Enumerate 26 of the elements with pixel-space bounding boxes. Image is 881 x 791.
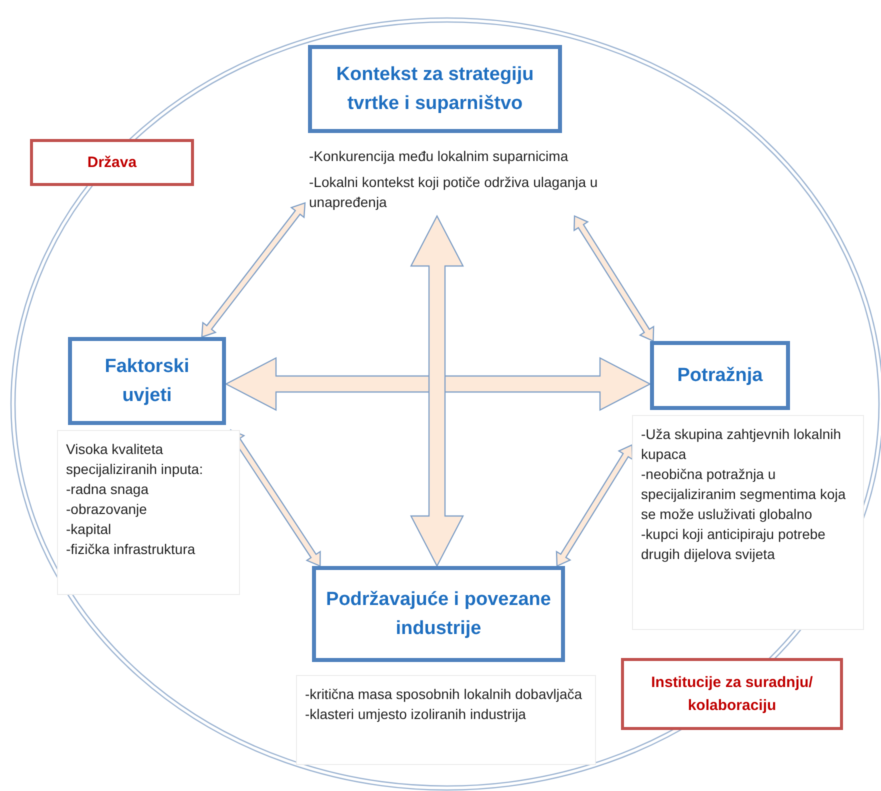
block-arrow: [410, 214, 464, 568]
bullet-text: -neobična potražnja u specijaliziranim segmentima koja se može usluživati globalno: [641, 465, 847, 524]
double-arrow: [556, 444, 634, 567]
bullet-text: -klasteri umjesto izoliranih industrija: [305, 705, 527, 724]
factor-box: Potražnja: [650, 341, 790, 410]
bullet-text: -obrazovanje: [66, 500, 148, 519]
bullet-text: -kritična masa sposobnih lokalnih dobavljača: [305, 685, 584, 704]
note-panel: [57, 430, 240, 595]
bullet-text: -Lokalni kontekst koji potiče održiva ulaganja u unapređenja: [309, 173, 599, 212]
bullet-text: -radna snaga: [66, 480, 150, 499]
bullet-text: -Konkurencija među lokalnim suparnicima: [309, 147, 570, 166]
bullet-text: -kapital: [66, 520, 112, 539]
factor-box: Podržavajuće i povezane industrije: [312, 566, 565, 662]
bullet-text: -Uža skupina zahtjevnih lokalnih kupaca: [641, 425, 842, 464]
context-box: Institucije za suradnju/ kolaboraciju: [621, 658, 843, 730]
note-panel: [296, 675, 596, 765]
double-arrow: [201, 202, 306, 338]
factor-box: Kontekst za strategiju tvrtke i suparništvo: [308, 45, 562, 133]
bullet-text: Visoka kvaliteta specijaliziranih inputa:: [66, 440, 204, 479]
note-panel: [632, 415, 864, 630]
bullet-text: -kupci koji anticipiraju potrebe drugih dijelova svijeta: [641, 525, 826, 564]
double-arrow: [574, 215, 654, 342]
block-arrow: [224, 357, 652, 411]
bullet-text: -fizička infrastruktura: [66, 540, 196, 559]
context-box: Država: [30, 139, 194, 186]
factor-box: Faktorski uvjeti: [68, 337, 226, 425]
